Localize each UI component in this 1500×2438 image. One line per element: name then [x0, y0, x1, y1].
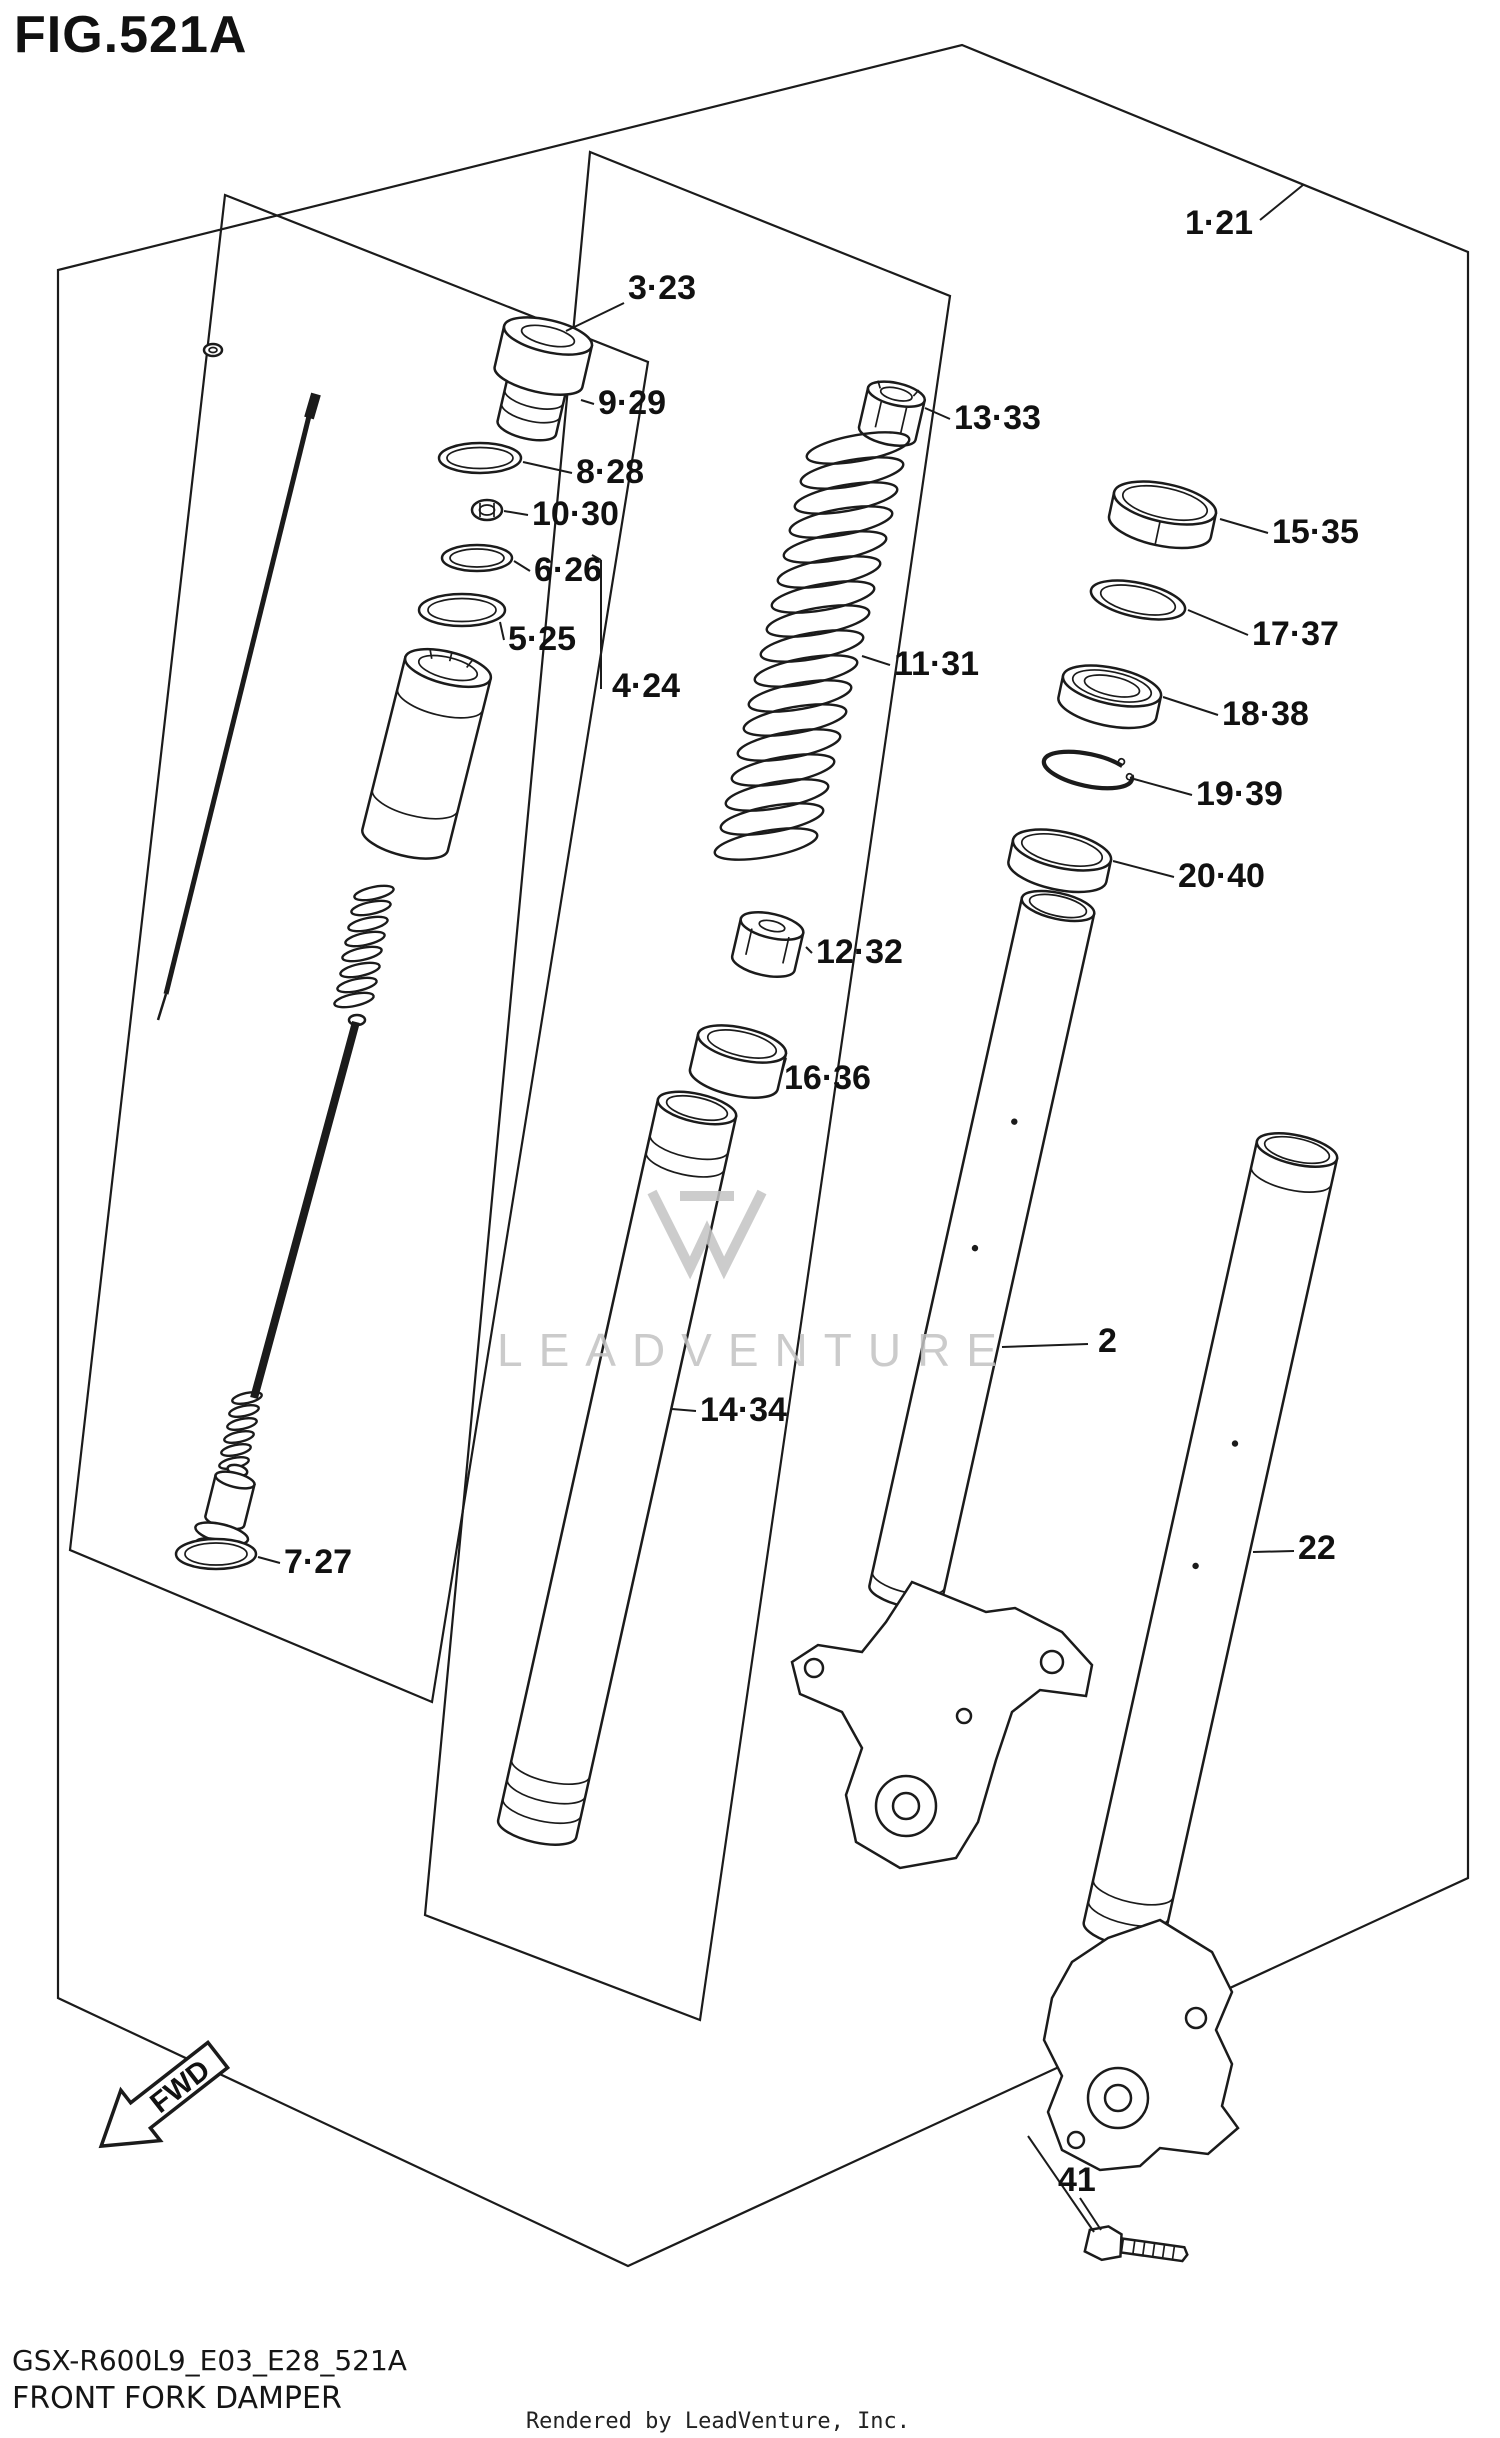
fwd-arrow-shape: [98, 2039, 231, 2149]
callout-7-27: 7·27: [257, 1543, 352, 1581]
part-label-6-26: 6·26: [534, 551, 602, 589]
spacer-ring: [417, 592, 507, 628]
damper-rod: [250, 1013, 367, 1400]
watermark-text: LEADVENTURE: [497, 1324, 1013, 1376]
small-spring: [331, 881, 397, 1012]
axle-bolt: [1083, 2225, 1189, 2263]
damper-subassembly-panel: [68, 193, 650, 1704]
footer-figure-name: FRONT FORK DAMPER: [12, 2381, 342, 2416]
footer-credit: Rendered by LeadVenture, Inc.: [526, 2409, 910, 2434]
snap-ring: [1041, 749, 1135, 791]
part-label-8-28: 8·28: [576, 453, 644, 491]
part-label-2: 2: [1098, 1322, 1117, 1360]
outer-tube: [868, 889, 1096, 1610]
push-rod: [156, 392, 321, 1021]
callouts: 1·21 3·23 9·29 8·28 10·30 6·26 5·25 4·2: [257, 184, 1359, 2233]
part-label-11-31: 11·31: [894, 645, 979, 683]
callout-10-30: 10·30: [503, 495, 619, 533]
outer-tube-casting: [790, 1580, 1094, 1870]
fork-casting-right: [1042, 1918, 1240, 2172]
watermark: LEADVENTURE: [497, 1189, 1013, 1376]
fork-cap: [493, 316, 594, 442]
fwd-arrow: FWD: [98, 2039, 231, 2149]
stopper-piece: [202, 342, 224, 358]
part-label-12-32: 12·32: [816, 933, 903, 971]
callout-15-35: 15·35: [1219, 513, 1359, 551]
center-spacer: [688, 1024, 788, 1099]
part-label-19-39: 19·39: [1196, 775, 1283, 813]
callout-5-25: 5·25: [499, 620, 576, 658]
part-label-41: 41: [1058, 2161, 1096, 2199]
lock-nut: [470, 498, 504, 522]
part-label-22: 22: [1298, 1529, 1336, 1567]
watermark-logo: [647, 1189, 767, 1280]
callout-1-21: 1·21: [1185, 184, 1304, 242]
diagram-boundaries: [56, 43, 1470, 2268]
callout-41: 41: [1027, 2135, 1102, 2233]
part-label-20-40: 20·40: [1178, 857, 1265, 895]
part-label-13-33: 13·33: [954, 399, 1041, 437]
o-ring: [437, 441, 523, 475]
callout-3-23: 3·23: [565, 269, 696, 332]
outer-boundary: [56, 43, 1470, 2268]
seal-washer: [1089, 579, 1187, 621]
callout-17-37: 17·37: [1187, 609, 1339, 653]
callout-4-24: 4·24: [591, 554, 680, 705]
main-spring: [711, 424, 913, 868]
part-label-4-24: 4·24: [612, 667, 680, 705]
damper-cylinder: [361, 647, 493, 860]
callout-20-40: 20·40: [1112, 857, 1265, 895]
part-label-7-27: 7·27: [284, 1543, 352, 1581]
figure-title: FIG.521A: [14, 6, 247, 64]
callout-2: 2: [1001, 1322, 1117, 1360]
callout-18-38: 18·38: [1162, 695, 1309, 733]
part-label-16-36: 16·36: [784, 1059, 871, 1097]
spring-guide: [857, 380, 927, 447]
part-label-5-25: 5·25: [508, 620, 576, 658]
callout-19-39: 19·39: [1133, 775, 1283, 813]
washer: [440, 543, 514, 573]
inner-tube-panel: [423, 150, 952, 2022]
part-label-17-37: 17·37: [1252, 615, 1339, 653]
part-label-3-23: 3·23: [628, 269, 696, 307]
footer: GSX-R600L9_E03_E28_521A FRONT FORK DAMPE…: [12, 2344, 910, 2434]
dust-seal: [1007, 828, 1113, 894]
footer-code: GSX-R600L9_E03_E28_521A: [12, 2344, 407, 2377]
center-lock-nut: [730, 911, 805, 979]
callout-16-36: 16·36: [779, 1057, 871, 1097]
part-label-18-38: 18·38: [1222, 695, 1309, 733]
slide-bushing: [1107, 480, 1218, 550]
callout-8-28: 8·28: [522, 453, 644, 491]
callout-13-33: 13·33: [924, 399, 1041, 437]
callout-6-26: 6·26: [513, 551, 602, 589]
part-label-1-21: 1·21: [1185, 204, 1253, 242]
inner-tube: [496, 1090, 738, 1846]
callout-11-31: 11·31: [861, 645, 979, 683]
part-label-9-29: 9·29: [598, 384, 666, 422]
part-label-14-34: 14·34: [700, 1391, 787, 1429]
callout-22: 22: [1252, 1529, 1336, 1567]
callout-14-34: 14·34: [671, 1391, 787, 1429]
callout-12-32: 12·32: [805, 933, 903, 971]
oil-seal: [1057, 664, 1163, 730]
base-ring: [174, 1537, 258, 1571]
part-label-15-35: 15·35: [1272, 513, 1359, 551]
callout-9-29: 9·29: [580, 384, 666, 422]
part-label-10-30: 10·30: [532, 495, 619, 533]
